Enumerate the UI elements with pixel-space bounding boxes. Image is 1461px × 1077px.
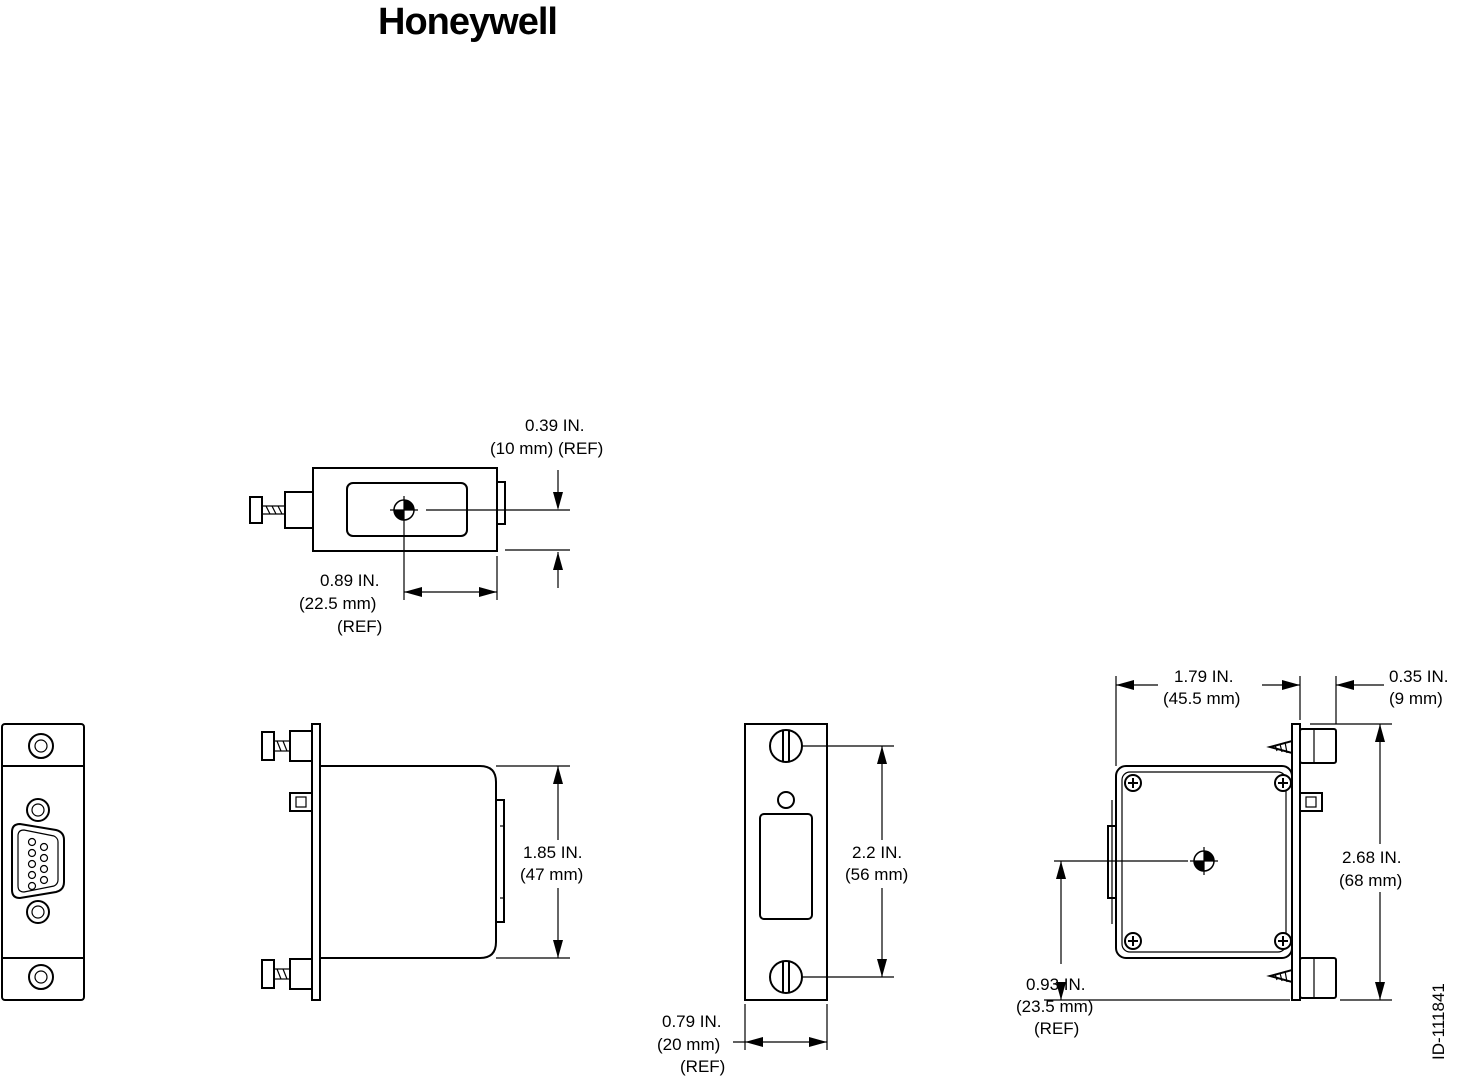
rear-connector-outline: [760, 814, 812, 919]
dim-back-cg-in: 0.93 IN.: [1026, 975, 1086, 994]
front-view: [2, 724, 84, 1000]
dim-rear-height-in: 2.2 IN.: [852, 843, 902, 862]
dim-rear-width-mm: (20 mm): [657, 1035, 720, 1054]
honeywell-logo: Honeywell: [378, 1, 557, 43]
top-slotted-screw: [770, 730, 802, 762]
phillips-screw-bottom-right: [1275, 933, 1291, 949]
dim-rear-width-ref: (REF): [680, 1057, 725, 1076]
top-view: 0.39 IN. (10 mm) (REF) 0.89 IN. (22.5 mm…: [250, 416, 603, 636]
back-view: 0.93 IN. (23.5 mm) (REF) 1.79 IN. (45.5 …: [1016, 667, 1449, 1038]
dim-side-height-in: 1.85 IN.: [523, 843, 583, 862]
dim-rear-height-mm: (56 mm): [845, 865, 908, 884]
dim-rear-width-in: 0.79 IN.: [662, 1012, 722, 1031]
side-view-body: [320, 766, 496, 958]
dim-back-flange-in: 0.35 IN.: [1389, 667, 1449, 686]
dim-top-cg-ref: (REF): [337, 617, 382, 636]
top-view-knob: [250, 497, 262, 523]
dim-back-height-in: 2.68 IN.: [1342, 848, 1402, 867]
phillips-screw-bottom-left: [1125, 933, 1141, 949]
dim-side-height-mm: (47 mm): [520, 865, 583, 884]
bottom-slotted-screw: [770, 961, 802, 993]
dim-back-height-mm: (68 mm): [1339, 871, 1402, 890]
side-view-flange: [312, 724, 320, 1000]
dim-top-height-mm: (10 mm) (REF): [490, 439, 603, 458]
dim-top-height-in: 0.39 IN.: [525, 416, 585, 435]
drawing-id: ID-111841: [1429, 983, 1448, 1060]
dim-back-cg-ref: (REF): [1034, 1019, 1079, 1038]
dim-back-width-in: 1.79 IN.: [1174, 667, 1234, 686]
rear-view: 2.2 IN. (56 mm) 0.79 IN. (20 mm) (REF): [657, 724, 908, 1076]
side-view: 1.85 IN. (47 mm): [262, 724, 583, 1000]
dim-top-cg-mm: (22.5 mm): [299, 594, 376, 613]
phillips-screw-top-right: [1275, 775, 1291, 791]
db9-connector: [12, 824, 64, 898]
back-view-flange: [1292, 724, 1300, 1000]
phillips-screw-top-left: [1125, 775, 1141, 791]
dim-top-cg-in: 0.89 IN.: [320, 571, 380, 590]
dim-back-flange-mm: (9 mm): [1389, 689, 1443, 708]
dim-back-cg-mm: (23.5 mm): [1016, 997, 1093, 1016]
dim-back-width-mm: (45.5 mm): [1163, 689, 1240, 708]
